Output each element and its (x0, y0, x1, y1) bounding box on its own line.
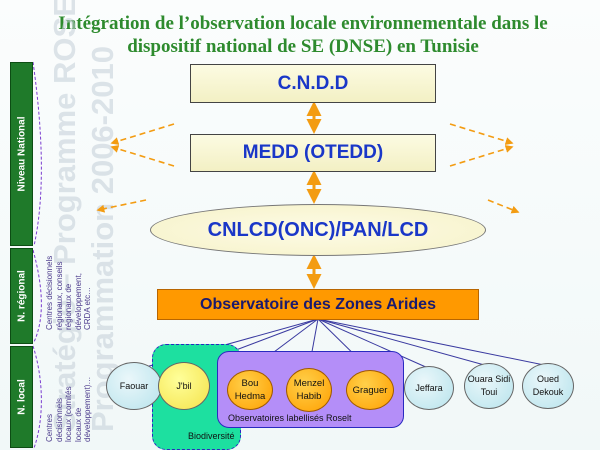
level-boundary-lines (32, 61, 42, 449)
level-regional: N. régional (10, 248, 33, 344)
diagram-title: Intégration de l’observation locale envi… (58, 13, 548, 57)
site-jeffara: Jeffara (404, 366, 454, 410)
local-note: Centres décisionnels locaux (comités loc… (45, 376, 92, 442)
site-faouar: Faouar (106, 362, 162, 410)
site-jbil: J'bil (158, 362, 210, 410)
site-ouara-sidi-toui: Ouara Sidi Toui (464, 363, 514, 409)
roselt-label: Observatoires labellisés Roselt (228, 413, 352, 423)
dashed-links (96, 123, 520, 214)
oza-box: Observatoire des Zones Arides (157, 289, 479, 320)
cnlcd-ellipse: CNLCD(ONC)/PAN/LCD (150, 204, 486, 256)
level-national: Niveau National (10, 62, 33, 246)
site-oued-dekouk: Oued Dekouk (522, 363, 574, 409)
site-menzel-habib: Menzel Habib (286, 368, 332, 412)
site-graguer: Graguer (346, 370, 394, 410)
cndd-box: C.N.D.D (190, 64, 436, 103)
site-bou-hedma: Bou Hedma (227, 370, 273, 410)
level-local: N. local (10, 346, 33, 448)
medd-box: MEDD (OTEDD) (190, 134, 436, 172)
biodiversite-label: Biodiversité (188, 431, 235, 441)
regional-note: Centres décisionnels régionaux, conseils… (45, 255, 92, 330)
